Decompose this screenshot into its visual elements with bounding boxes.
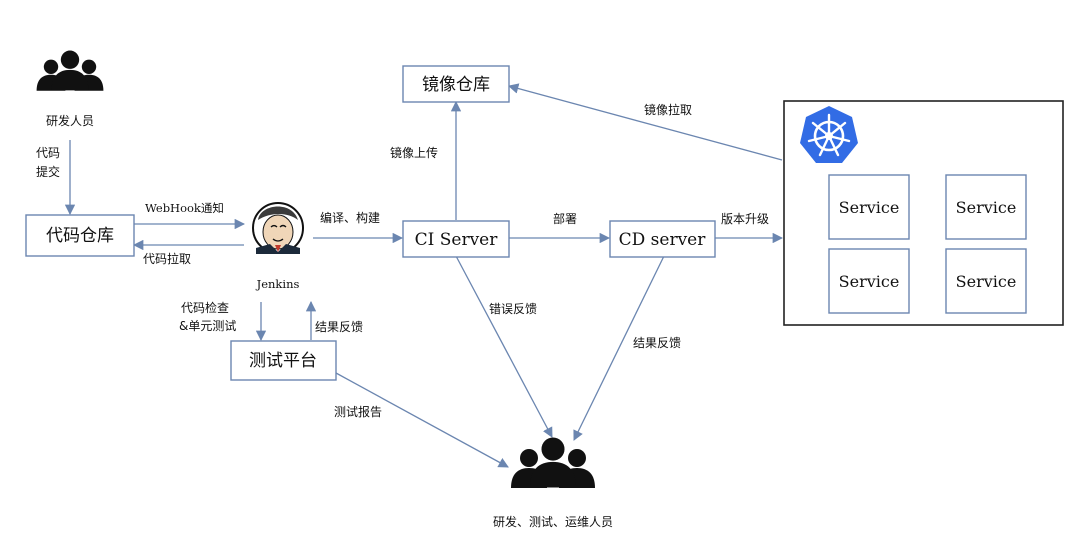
node-code-repo-label: 代码仓库 — [46, 226, 114, 246]
label-upgrade: 版本升级 — [721, 212, 769, 226]
node-ci-server: CI Server — [402, 220, 510, 258]
label-webhook: WebHook通知 — [145, 201, 224, 215]
edge-test-report — [335, 372, 509, 468]
label-cd-feedback: 结果反馈 — [633, 336, 681, 350]
node-image-repo-label: 镜像仓库 — [422, 75, 490, 95]
edge-image-pull — [507, 83, 783, 161]
label-code-check-line2: &单元测试 — [179, 318, 236, 333]
node-test-platform-label: 测试平台 — [249, 351, 317, 371]
node-test-platform: 测试平台 — [230, 340, 337, 381]
service-label-1: Service — [839, 198, 900, 217]
edge-cd-feedback — [573, 255, 665, 441]
service-box-1: Service — [828, 174, 910, 240]
label-test-feedback: 结果反馈 — [315, 320, 363, 334]
label-code-check-line1: 代码检查 — [181, 300, 229, 315]
people-group-icon — [36, 50, 104, 91]
jenkins-butler-icon — [252, 202, 304, 254]
service-box-4: Service — [945, 248, 1027, 314]
edge-error-feedback — [455, 255, 553, 438]
node-dev-label: 研发人员 — [46, 113, 94, 128]
node-cd-server: CD server — [609, 220, 716, 258]
edges — [64, 83, 784, 468]
kubernetes-helm-icon — [800, 106, 858, 163]
label-test-report: 测试报告 — [334, 404, 382, 419]
label-error-feedback: 错误反馈 — [489, 302, 537, 316]
service-label-3: Service — [839, 272, 900, 291]
label-image-pull: 镜像拉取 — [644, 102, 692, 117]
node-image-repo: 镜像仓库 — [402, 65, 510, 103]
label-commit-line2: 提交 — [36, 164, 60, 179]
kubernetes-cluster: Service Service Service Service — [783, 100, 1064, 326]
label-compile: 编译、构建 — [320, 210, 380, 225]
service-box-2: Service — [945, 174, 1027, 240]
label-image-upload: 镜像上传 — [390, 145, 438, 160]
node-code-repo: 代码仓库 — [25, 214, 135, 257]
label-pull-code: 代码拉取 — [143, 251, 191, 266]
people-group-icon — [511, 437, 595, 488]
node-jenkins-label: Jenkins — [256, 277, 300, 291]
node-ci-server-label: CI Server — [415, 230, 499, 250]
edge-labels: 代码 提交 WebHook通知 代码拉取 编译、构建 镜像上传 镜像拉取 部署 … — [36, 102, 769, 419]
node-team-label: 研发、测试、运维人员 — [493, 514, 613, 529]
node-cd-server-label: CD server — [619, 230, 707, 250]
service-label-2: Service — [956, 198, 1017, 217]
label-deploy: 部署 — [553, 211, 577, 226]
service-box-3: Service — [828, 248, 910, 314]
label-commit-line1: 代码 — [36, 146, 60, 160]
service-label-4: Service — [956, 272, 1017, 291]
